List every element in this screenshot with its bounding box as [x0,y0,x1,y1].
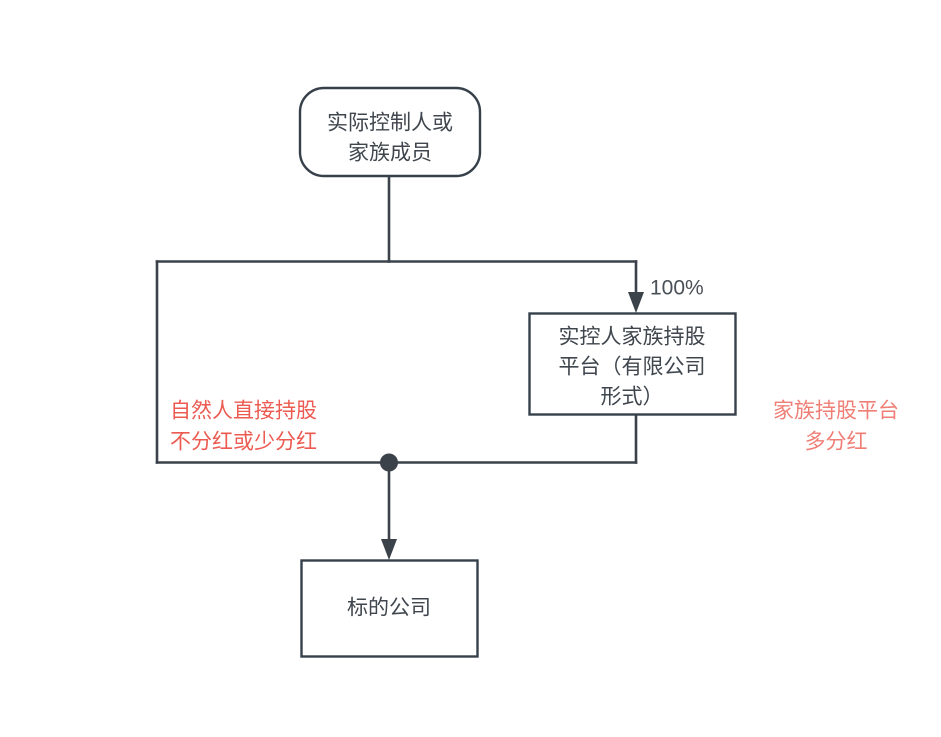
edge-label-ownership-percent: 100% [650,277,704,300]
node-platform-shape[interactable] [528,312,737,416]
annotation-right-line2: 多分红 [805,431,868,454]
arrowhead-into-platform [628,292,644,313]
node-platform-line2: 平台（有限公司 [559,356,706,379]
node-controller[interactable]: 实际控制人或 家族成员 [298,86,482,178]
node-platform-line1: 实控人家族持股 [559,326,706,349]
node-platform-line3: 形式） [601,386,664,409]
annotation-left-line2: 不分红或少分红 [170,431,317,454]
annotation-right-line1: 家族持股平台 [773,400,899,423]
arrowhead-into-target [381,539,397,560]
node-controller-line2: 家族成员 [348,142,432,165]
annotation-left-line1: 自然人直接持股 [170,400,317,423]
node-target-company-label: 标的公司 [347,597,431,620]
node-controller-shape[interactable] [298,86,482,178]
node-target-company-shape[interactable] [300,559,479,658]
node-platform[interactable]: 实控人家族持股 平台（有限公司 形式） [528,312,737,416]
node-target-company[interactable]: 标的公司 [300,559,479,658]
node-controller-line1: 实际控制人或 [327,112,453,135]
